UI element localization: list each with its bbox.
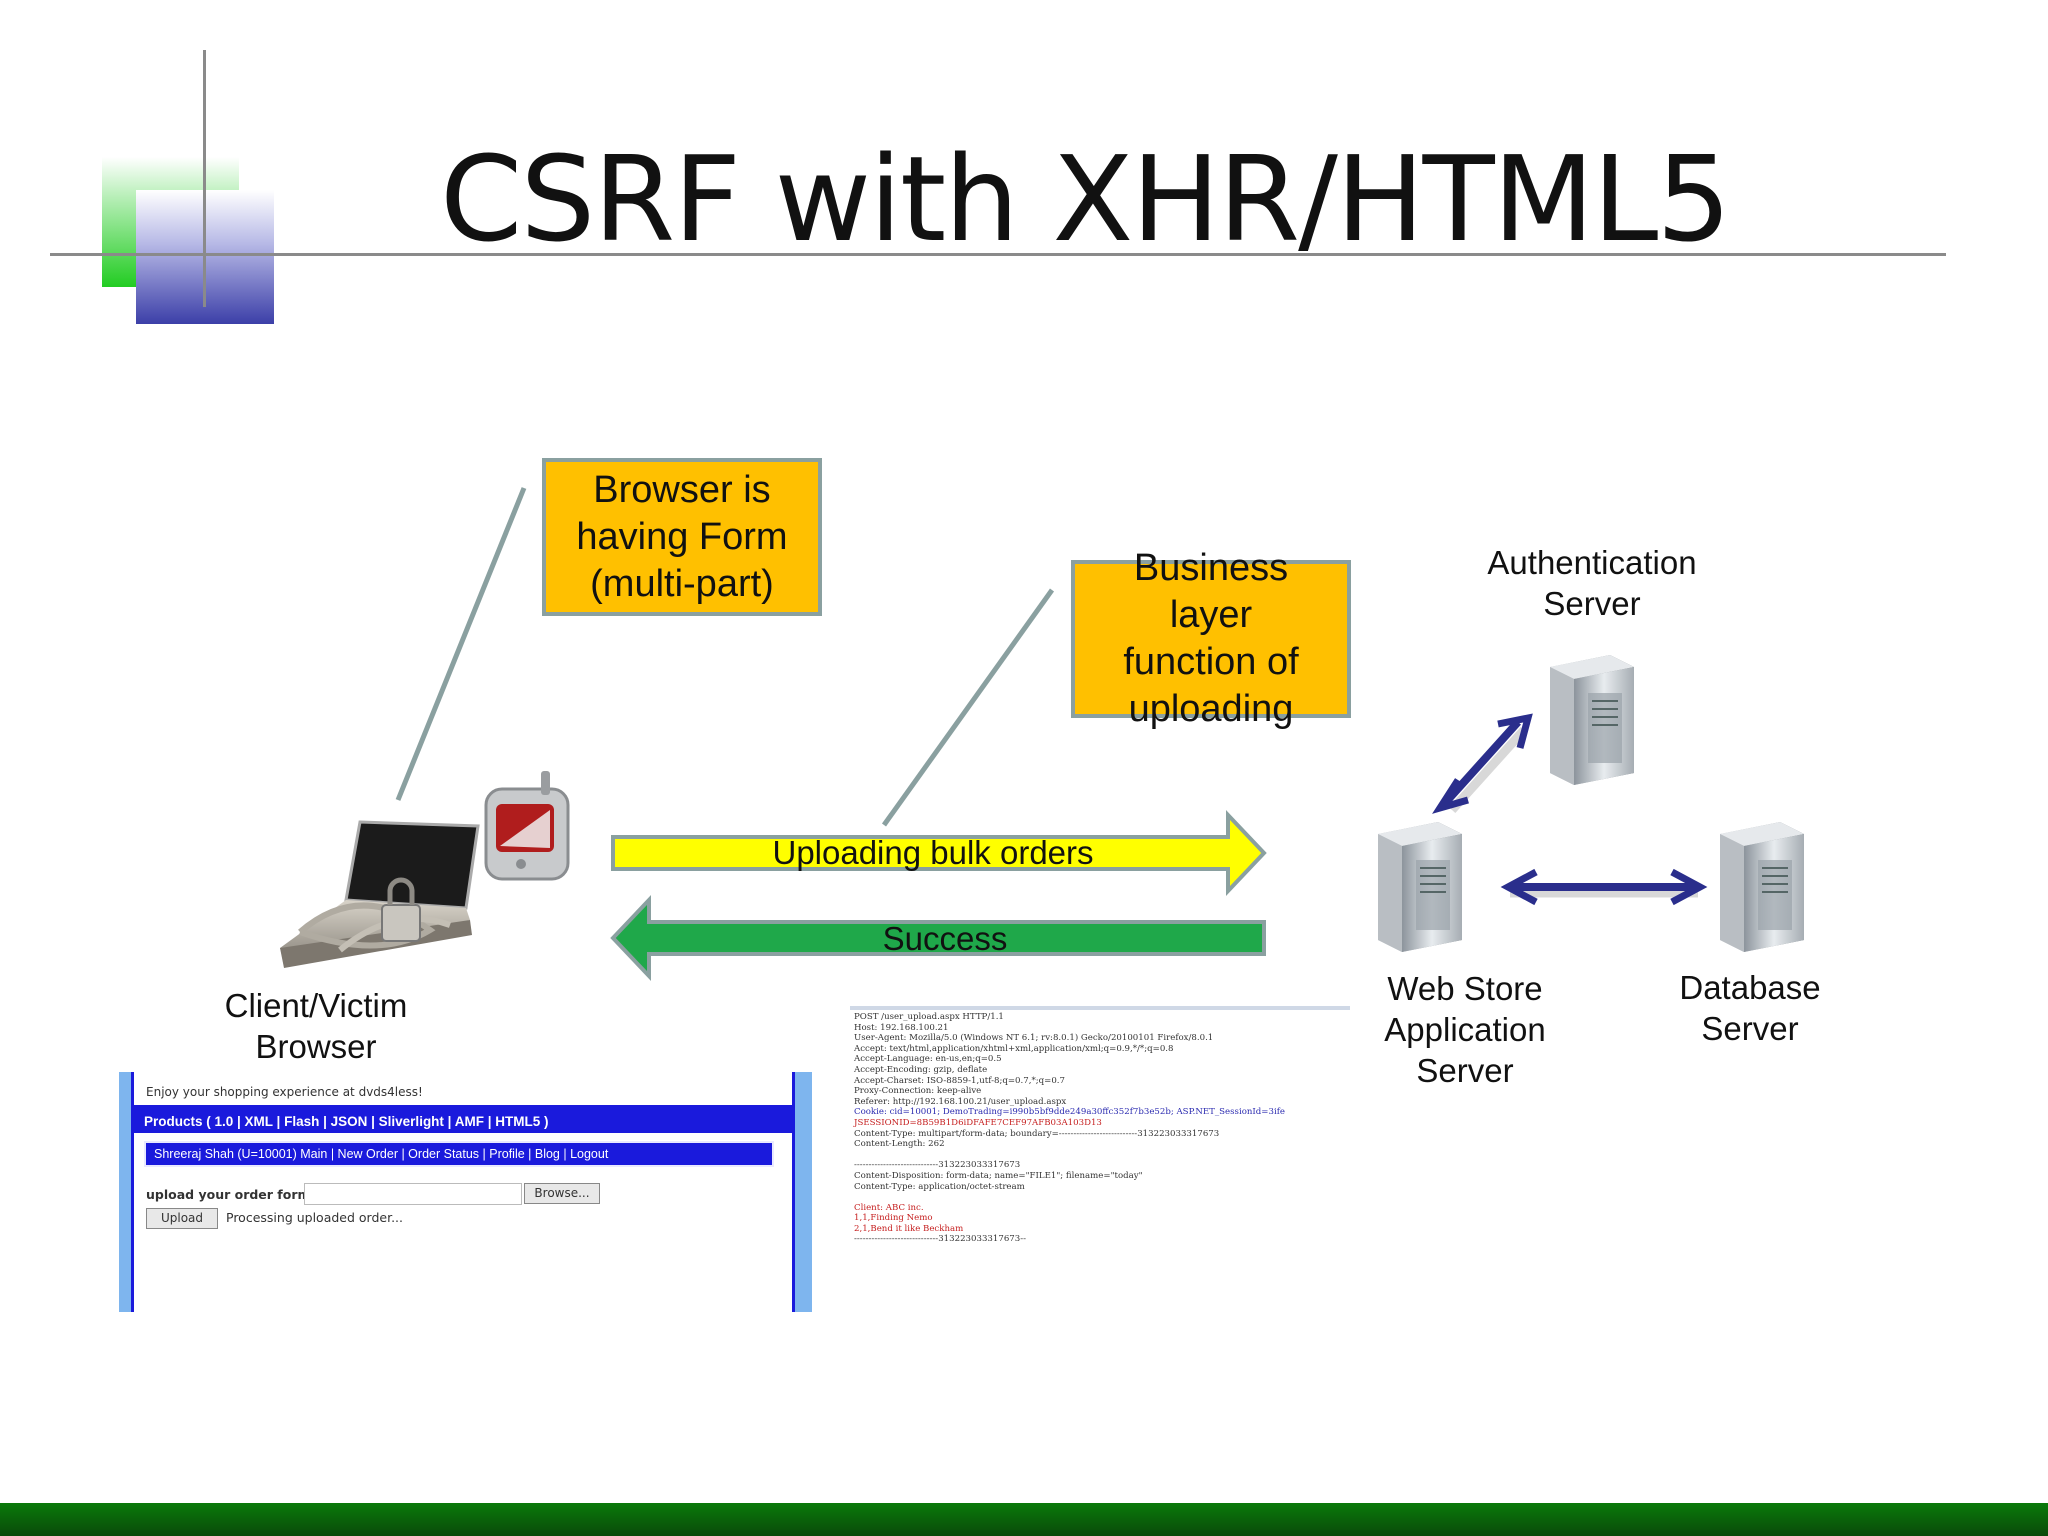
http-line: -----------------------------31322303331… (854, 1160, 1021, 1171)
webstore-db-connector-arrow (1500, 868, 1708, 906)
database-server-label: Database Server (1679, 969, 1821, 1047)
products-bar: Products ( 1.0 | XML | Flash | JSON | Sl… (134, 1111, 792, 1133)
web-store-server-icon (1378, 822, 1462, 952)
browser-main-panel: Products ( 1.0 | XML | Flash | JSON | Sl… (131, 1108, 795, 1312)
http-line: Proxy-Connection: keep-alive (854, 1086, 982, 1097)
http-line: Accept: text/html,application/xhtml+xml,… (854, 1043, 1174, 1054)
http-line: Content-Disposition: form-data; name="FI… (854, 1170, 1143, 1181)
callout-pointer-business (881, 588, 1055, 827)
http-line: 1,1,Finding Nemo (854, 1213, 933, 1224)
response-arrow-label-box: Success (625, 920, 1265, 960)
response-arrow (610, 894, 1266, 982)
bottom-green-bar (0, 1503, 2048, 1536)
decor-vertical-rule (203, 50, 206, 307)
http-line: 2,1,Bend it like Beckham (854, 1223, 964, 1234)
http-line (854, 1192, 1285, 1203)
callout-browser-form: Browser is having Form (multi-part) (542, 458, 822, 616)
browser-top-panel: Enjoy your shopping experience at dvds4l… (131, 1072, 795, 1108)
request-arrow-label: Uploading bulk orders (772, 834, 1094, 871)
user-nav-bar[interactable]: Shreeraj Shah (U=10001) Main | New Order… (144, 1141, 774, 1167)
http-line: POST /user_upload.aspx HTTP/1.1 (854, 1012, 1004, 1022)
mobile-phone-icon (484, 771, 570, 881)
browser-top-text: Enjoy your shopping experience at dvds4l… (146, 1085, 423, 1099)
request-arrow (611, 809, 1267, 897)
http-line: Accept-Language: en-us,en;q=0.5 (854, 1054, 1002, 1065)
http-line: Host: 192.168.100.21 (854, 1022, 949, 1033)
http-line: User-Agent: Mozilla/5.0 (Windows NT 6.1;… (854, 1033, 1214, 1044)
slide-title: CSRF with XHR/HTML5 (440, 130, 1731, 268)
http-line: Accept-Charset: ISO-8859-1,utf-8;q=0.7,*… (854, 1075, 1066, 1086)
http-line: Content-Type: application/octet-stream (854, 1181, 1025, 1192)
laptop-lock-icon (280, 820, 480, 968)
response-arrow-label: Success (882, 920, 1008, 957)
http-line: JSESSIONID=8B59B1D6iDFAFE7CEF97AFB03A103… (854, 1117, 1102, 1128)
http-line: Accept-Encoding: gzip, deflate (854, 1064, 988, 1075)
http-line: Content-Length: 262 (854, 1139, 945, 1150)
callout-pointer-browser (395, 487, 527, 801)
auth-webstore-connector-arrow (1432, 713, 1533, 814)
upload-status-text: Processing uploaded order... (226, 1210, 403, 1225)
browse-button[interactable]: Browse... (524, 1183, 600, 1204)
callout-business-layer: Business layer function of uploading (1071, 547, 1351, 730)
title-underline-rule (50, 253, 1946, 256)
request-arrow-label-box: Uploading bulk orders (613, 834, 1253, 874)
http-request-capture: POST /user_upload.aspx HTTP/1.1 Host: 19… (850, 1006, 1350, 1266)
client-victim-label: Client/Victim Browser (224, 987, 408, 1065)
http-line: Content-Type: multipart/form-data; bound… (854, 1128, 1220, 1139)
file-path-input[interactable] (304, 1183, 522, 1205)
http-capture-top-border (850, 1006, 1350, 1010)
web-store-server-label: Web Store Application Server (1384, 970, 1546, 1089)
http-line: -----------------------------31322303331… (854, 1234, 1027, 1245)
http-request-lines: POST /user_upload.aspx HTTP/1.1 Host: 19… (854, 1012, 1285, 1245)
database-server-icon (1720, 822, 1804, 952)
http-line: Cookie: cid=10001; DemoTrading=i990b5bf9… (854, 1107, 1285, 1118)
upload-form-label: upload your order form (146, 1187, 311, 1202)
browser-screenshot: Enjoy your shopping experience at dvds4l… (119, 1072, 812, 1312)
http-line (854, 1150, 1285, 1161)
authentication-server-icon (1550, 655, 1634, 785)
http-line: Client: ABC inc. (854, 1202, 924, 1213)
upload-button[interactable]: Upload (146, 1208, 218, 1229)
authentication-server-label: Authentication Server (1487, 544, 1697, 622)
http-line: Referer: http://192.168.100.21/user_uplo… (854, 1096, 1067, 1107)
